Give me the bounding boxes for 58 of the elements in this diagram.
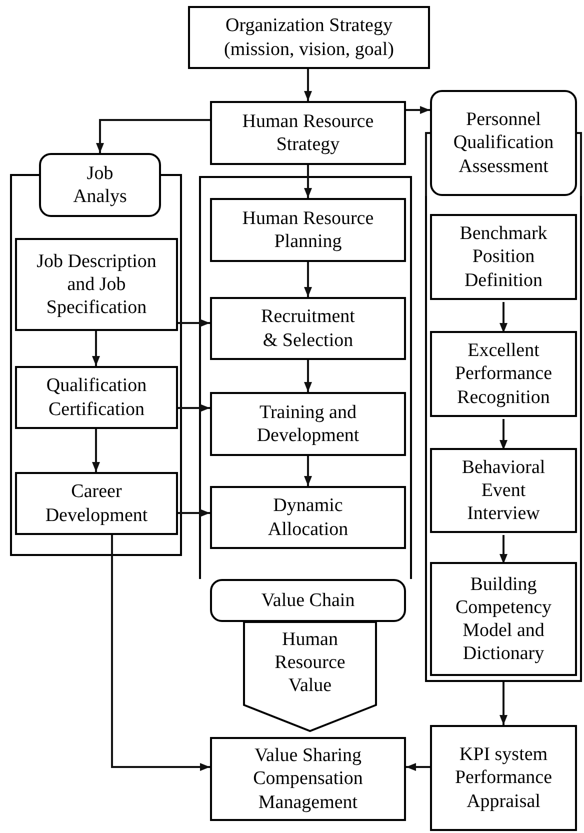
rounded-box <box>210 579 406 622</box>
process-box <box>430 562 577 676</box>
node-label: Value Sharing Compensation Management <box>252 744 364 814</box>
node-label: Qualification Certification <box>45 374 148 421</box>
node-label: Job Description and Job Specification <box>36 250 158 320</box>
arrow <box>304 456 312 486</box>
node-label: Training and Development <box>256 400 360 448</box>
arrow <box>304 165 312 198</box>
process-box <box>210 297 406 360</box>
node-label: Human Resource Value <box>274 628 346 698</box>
group-frame <box>425 196 582 682</box>
process-box <box>210 737 406 821</box>
node-label: Excellent Performance Recognition <box>454 339 554 409</box>
process-box <box>430 331 577 417</box>
arrow <box>96 119 210 153</box>
pentagon-arrow-shape <box>243 622 377 732</box>
node-label: Benchmark Position Definition <box>458 222 548 292</box>
node-label: Value Chain <box>261 588 355 612</box>
process-box <box>430 448 577 533</box>
node-label: Recruitment & Selection <box>260 305 356 352</box>
arrow <box>304 360 312 392</box>
node-label: Building Competency Model and Dictionary <box>454 572 553 666</box>
node-label: Human Resource Planning <box>241 206 375 254</box>
node-label: KPI system Performance Appraisal <box>454 743 554 813</box>
arrow <box>178 404 210 412</box>
group-frame <box>199 176 412 579</box>
node-label: Dynamic Allocation <box>266 494 350 541</box>
arrow <box>406 763 430 771</box>
process-box <box>210 486 406 549</box>
arrow <box>304 69 312 101</box>
arrow <box>178 509 210 517</box>
process-box <box>430 725 577 831</box>
arrow <box>500 419 508 450</box>
node-label: Job Analys <box>72 162 128 208</box>
rounded-box <box>430 90 577 196</box>
arrow <box>111 535 210 771</box>
arrow <box>500 302 508 333</box>
rounded-box <box>39 153 161 217</box>
arrow <box>178 319 210 327</box>
arrow <box>406 106 430 114</box>
arrow <box>92 429 100 472</box>
process-box <box>430 214 577 300</box>
node-label: Human Resource Strategy <box>241 110 375 156</box>
node-label: Behavioral Event Interview <box>460 456 546 526</box>
arrow <box>92 331 100 366</box>
process-box <box>15 238 178 331</box>
process-box <box>210 392 406 456</box>
arrow <box>500 682 508 725</box>
process-box <box>210 198 406 262</box>
process-box <box>210 101 406 165</box>
process-box <box>15 472 178 535</box>
node-label: Organization Strategy (mission, vision, goal) <box>223 14 395 61</box>
process-box <box>188 6 430 69</box>
arrow <box>500 535 508 564</box>
process-box <box>15 366 178 429</box>
node-label: Personnel Qualification Assessment <box>452 108 555 178</box>
node-label: Career Development <box>44 480 149 527</box>
arrow <box>304 262 312 297</box>
